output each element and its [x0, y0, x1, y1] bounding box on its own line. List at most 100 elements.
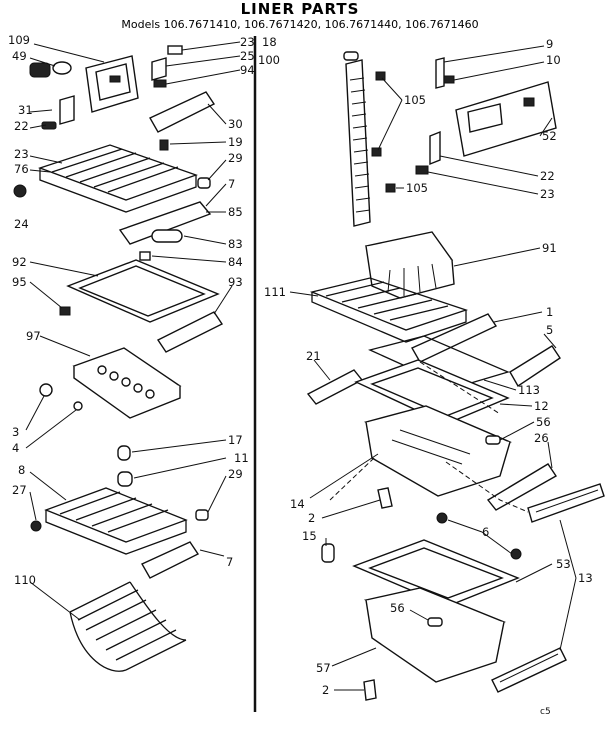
callout-7: 7 — [228, 177, 235, 191]
screw-part-95 — [59, 306, 71, 316]
bracket-part-22-right — [429, 130, 441, 166]
callout-27: 27 — [12, 483, 27, 497]
callout-83: 83 — [228, 237, 243, 251]
screw-part-105c — [385, 183, 396, 193]
light-housing-part-52 — [455, 81, 557, 157]
crisper-cover-part-53 — [352, 539, 520, 607]
callout-53: 53 — [556, 557, 571, 571]
callout-56b: 56 — [390, 601, 405, 615]
callout-109: 109 — [8, 33, 30, 47]
shelf-stud-part-24 — [13, 184, 27, 198]
clip-parts-top — [151, 45, 183, 88]
callout-13: 13 — [578, 571, 593, 585]
callout-30: 30 — [228, 117, 243, 131]
wire-shelf-part-111 — [309, 277, 469, 343]
clip-part-2b — [363, 679, 377, 701]
callout-17: 17 — [228, 433, 243, 447]
rail-part-13-upper — [527, 483, 605, 523]
callout-14: 14 — [290, 497, 305, 511]
part-15 — [321, 543, 335, 563]
callout-2: 2 — [308, 511, 315, 525]
clip-part-2 — [377, 487, 393, 509]
callout-8: 8 — [18, 463, 25, 477]
shelf-front-tube-part — [118, 201, 212, 245]
footer-code: c5 — [540, 707, 551, 717]
callout-23: 23 — [240, 35, 255, 49]
stud-part-6a — [436, 512, 448, 524]
shelf-ladder-strip-part — [343, 51, 371, 227]
callout-105b: 105 — [406, 181, 428, 195]
callout-22: 22 — [14, 119, 29, 133]
crisper-cover-tray-part — [66, 259, 220, 323]
callout-18: 18 — [262, 35, 277, 49]
callout-15: 15 — [302, 529, 317, 543]
ice-tray-part — [72, 347, 182, 419]
trim-part-21 — [306, 369, 364, 405]
bracket-part-left — [41, 95, 75, 130]
shelf-stud-part-27 — [30, 520, 42, 532]
callout-105: 105 — [404, 93, 426, 107]
callout-29b: 29 — [228, 467, 243, 481]
callout-49: 49 — [12, 49, 27, 63]
callout-52: 52 — [542, 129, 557, 143]
callout-57: 57 — [316, 661, 331, 675]
rail-part-13-lower — [491, 647, 567, 693]
callout-92: 92 — [12, 255, 27, 269]
callout-19: 19 — [228, 135, 243, 149]
bracket-part-9 — [435, 57, 455, 89]
crisper-pan-part-14 — [363, 405, 512, 497]
light-housing-part — [85, 55, 139, 113]
callout-91: 91 — [542, 241, 557, 255]
callout-6: 6 — [482, 525, 489, 539]
shelf-support-part-29 — [197, 177, 211, 189]
shelf-support-part-29b — [195, 509, 209, 521]
left-leader-lines — [25, 41, 241, 621]
callout-113: 113 — [518, 383, 540, 397]
door-bin-part-91 — [364, 231, 455, 299]
callout-76: 76 — [14, 162, 29, 176]
screw-part-105a — [375, 71, 386, 81]
shelf-front-tube-part-1 — [411, 313, 498, 363]
light-bulb-part — [29, 61, 72, 78]
bushing-part-11 — [117, 471, 133, 487]
callout-100: 100 — [258, 53, 280, 67]
callout-95: 95 — [12, 275, 27, 289]
screw-part-23-right — [415, 165, 429, 175]
roller-part-83 — [151, 229, 183, 243]
right-callout-labels: 18 100 105 9 10 52 22 23 105 91 111 1 5 … — [258, 35, 593, 697]
callout-11: 11 — [234, 451, 249, 465]
callout-85: 85 — [228, 205, 243, 219]
callout-21: 21 — [306, 349, 321, 363]
callout-94: 94 — [240, 63, 255, 77]
tube-part-26 — [486, 463, 557, 511]
callout-23b: 23 — [14, 147, 29, 161]
stud-part-6b — [510, 548, 522, 560]
left-callout-labels: 109 49 31 22 23 25 94 30 19 23 76 24 29 … — [8, 33, 255, 587]
diagram-title: LINER PARTS — [241, 0, 360, 18]
callout-31: 31 — [18, 103, 33, 117]
screw-part-105b — [371, 147, 382, 157]
tube-part-5 — [509, 345, 561, 387]
wire-shelf-upper — [38, 144, 198, 213]
right-leader-lines — [289, 45, 577, 691]
callout-56: 56 — [536, 415, 551, 429]
callout-4: 4 — [12, 441, 19, 455]
screw-part-84 — [139, 251, 151, 261]
models-line: Models 106.7671410, 106.7671420, 106.767… — [121, 18, 478, 31]
callout-5: 5 — [546, 323, 553, 337]
callout-110: 110 — [14, 573, 36, 587]
shelf-front-tube-part-7 — [141, 541, 200, 579]
screw-part-19 — [159, 139, 169, 151]
callout-25: 25 — [240, 49, 255, 63]
callout-97: 97 — [26, 329, 41, 343]
bushing-part-17 — [117, 445, 131, 461]
callout-84: 84 — [228, 255, 243, 269]
crisper-pan-part-57 — [363, 587, 506, 683]
callout-24: 24 — [14, 217, 29, 231]
callout-9: 9 — [546, 37, 553, 51]
callout-26: 26 — [534, 431, 549, 445]
crisper-cover-part-12 — [354, 335, 510, 425]
callout-93: 93 — [228, 275, 243, 289]
callout-2b: 2 — [322, 683, 329, 697]
